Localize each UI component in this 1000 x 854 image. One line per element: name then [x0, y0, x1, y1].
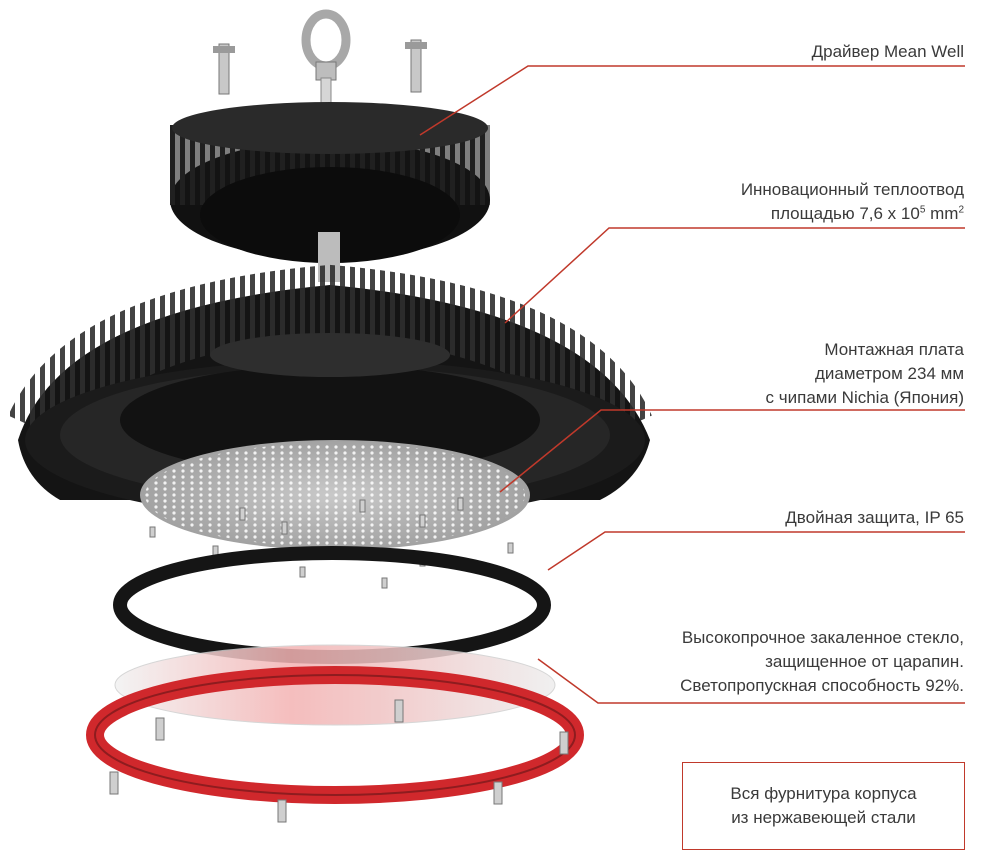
bottom-screws [109, 699, 569, 823]
tempered-glass [114, 644, 556, 726]
leader-board [499, 409, 965, 493]
red-ring [86, 666, 584, 804]
callout-glass: Высокопрочное закаленное стекло, защищен… [680, 628, 964, 695]
leader-glass [537, 658, 965, 704]
gasket-ring [113, 546, 551, 664]
driver-housing [170, 102, 490, 282]
callout-protection: Двойная защита, IP 65 [785, 508, 964, 527]
callout-board: Монтажная плата диаметром 234 мм с чипам… [765, 340, 964, 407]
leader-protection [547, 531, 965, 571]
driver-screws [213, 39, 427, 95]
callout-heatsink: Инновационный теплоотвод площадью 7,6 x … [740, 180, 964, 223]
heatsink-housing [8, 264, 652, 520]
callout-driver: Драйвер Mean Well [811, 42, 964, 61]
leader-driver [419, 65, 965, 136]
eye-bolt [301, 9, 351, 109]
leader-heatsink [504, 227, 965, 324]
stainless-note-box: Вся фурнитура корпуса из нержавеющей ста… [682, 762, 965, 850]
led-board [140, 440, 530, 550]
leader-lines [419, 65, 965, 704]
